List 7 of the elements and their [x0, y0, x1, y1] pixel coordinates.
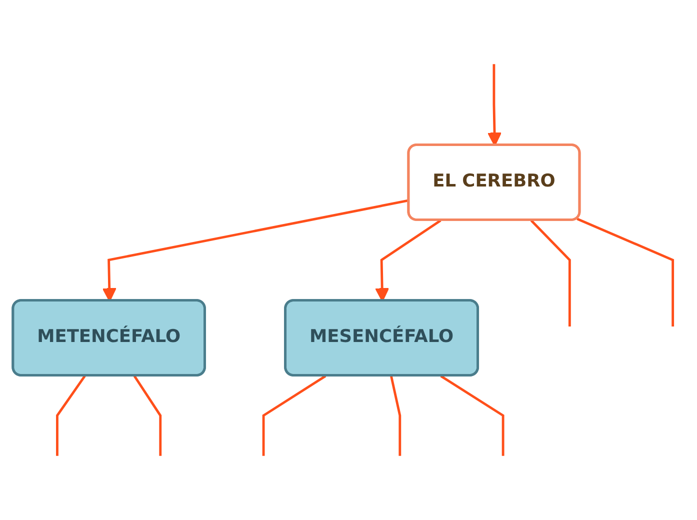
connector-line: [390, 376, 402, 456]
connector-line: [530, 220, 571, 326]
connector-line: [576, 218, 674, 326]
connector-line: [133, 375, 162, 456]
connector-line: [56, 375, 86, 456]
connector-line: [440, 375, 504, 456]
connector-line: [262, 375, 326, 456]
